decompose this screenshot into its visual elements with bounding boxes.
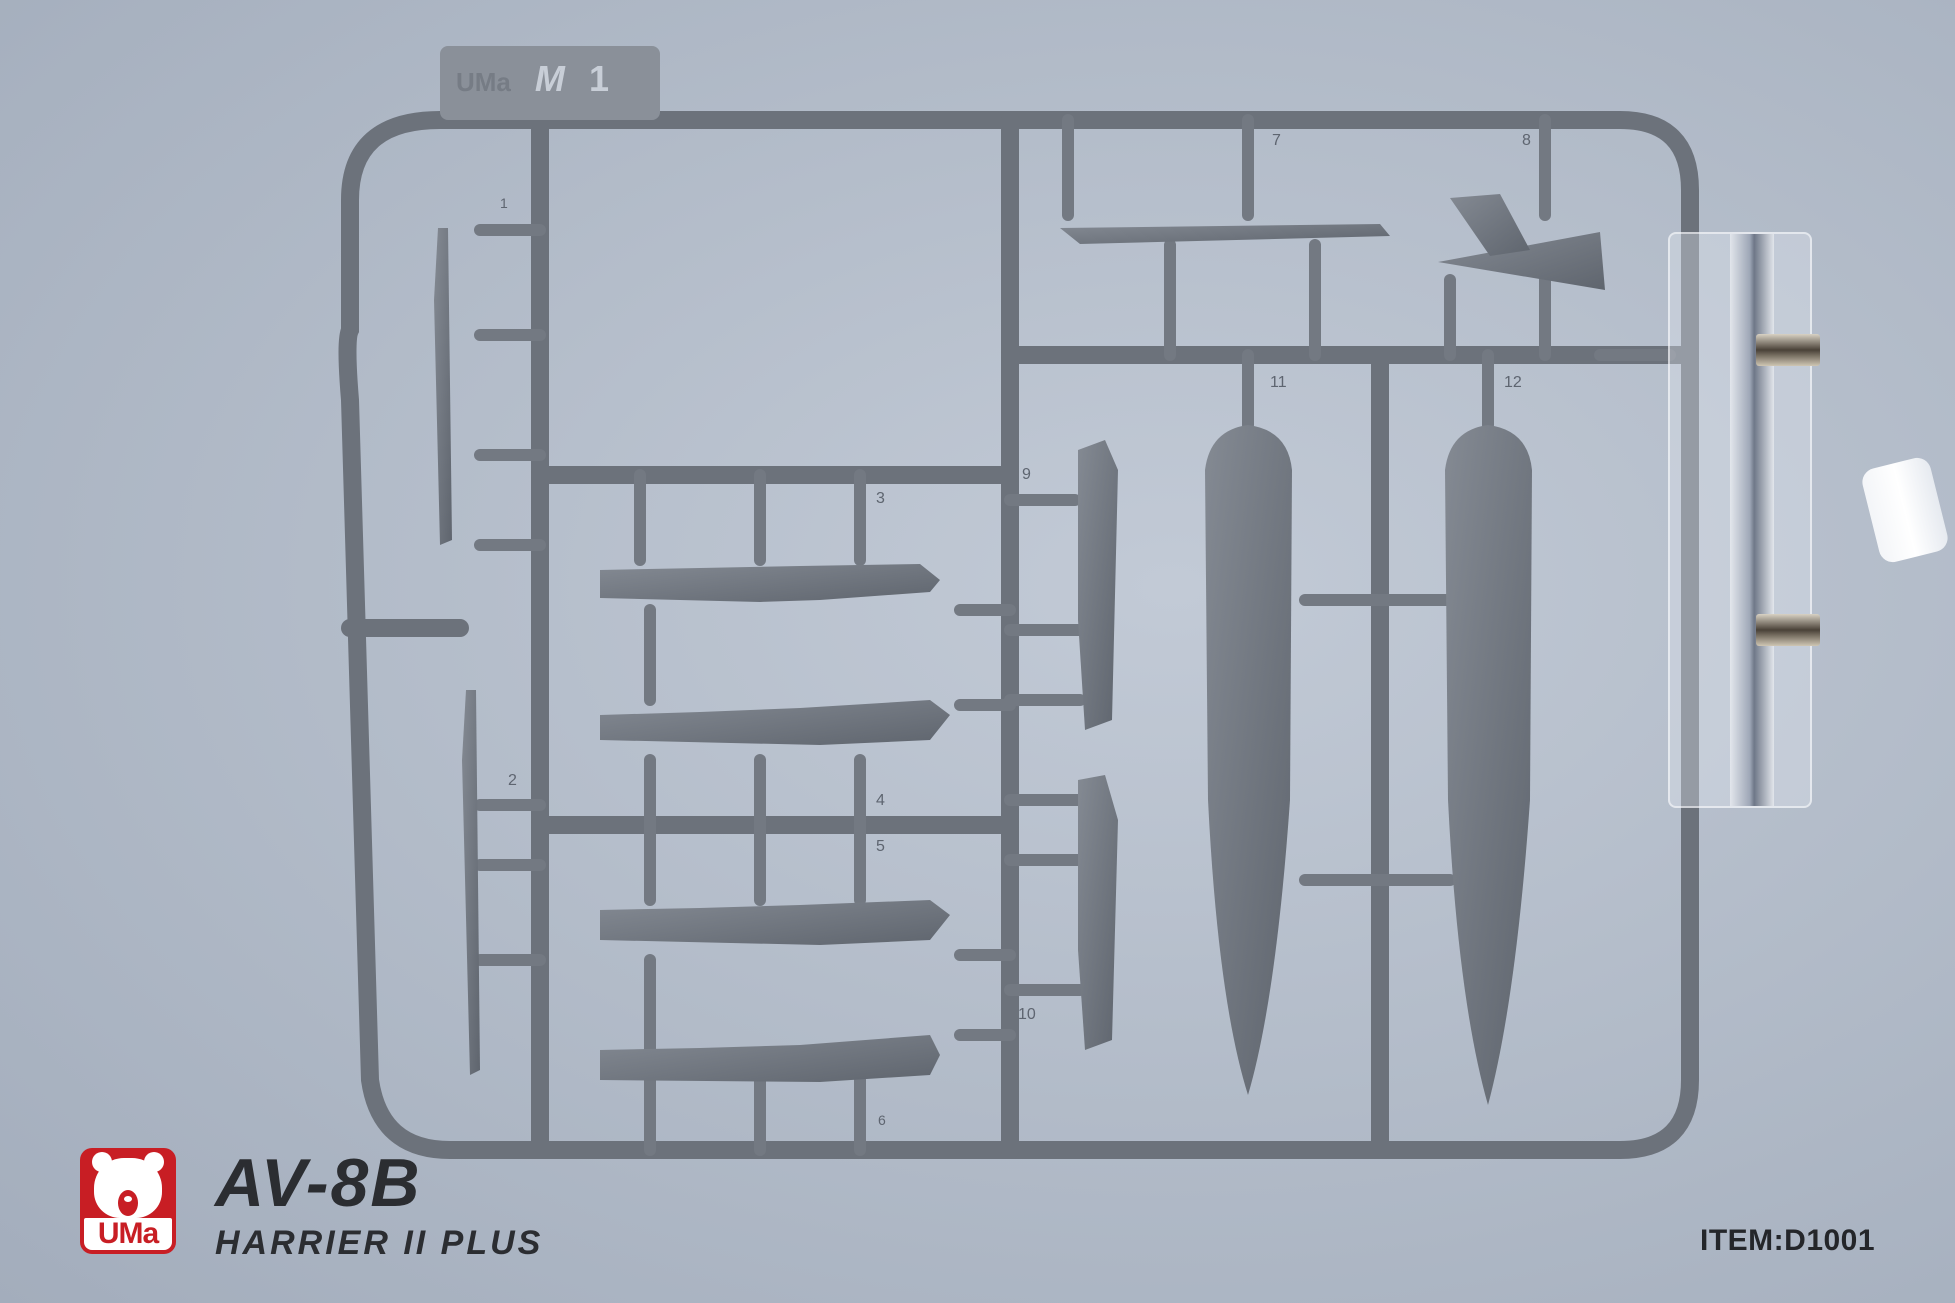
sprue-tab-brand: UMa xyxy=(456,67,511,97)
part-number-tag: 9 xyxy=(1022,466,1031,483)
part-number-tag: 6 xyxy=(878,1112,886,1128)
part-number-tag: 3 xyxy=(876,490,885,507)
clear-stand-part xyxy=(1668,232,1820,808)
part-number-tag: 4 xyxy=(876,792,885,809)
uma-logo: UMa xyxy=(80,1148,176,1254)
part-number-tag: 7 xyxy=(1272,132,1281,149)
magnet xyxy=(1756,334,1820,366)
part-number-tag: 8 xyxy=(1522,132,1531,149)
part-number-tag: 5 xyxy=(876,838,885,855)
magnet xyxy=(1756,614,1820,646)
sprue-tab-letter: M xyxy=(534,58,565,99)
part-number-tag: 1 xyxy=(500,195,508,211)
part-number-tag: 10 xyxy=(1018,1006,1036,1023)
logo-text: UMa xyxy=(84,1218,172,1250)
model-subtitle: HARRIER II PLUS xyxy=(215,1224,544,1262)
model-title: AV-8B xyxy=(215,1145,422,1221)
sprue-tab-label: UMa M 1 xyxy=(456,58,656,108)
sprue-tab-number: 1 xyxy=(588,58,609,99)
clear-rod xyxy=(1730,234,1774,806)
part-number-tag: 2 xyxy=(508,772,517,789)
part-number-tag: 11 xyxy=(1270,374,1287,391)
item-code: ITEM:D1001 xyxy=(1700,1224,1876,1257)
sprue-tab xyxy=(440,46,660,120)
part-number-tag: 12 xyxy=(1504,374,1522,391)
